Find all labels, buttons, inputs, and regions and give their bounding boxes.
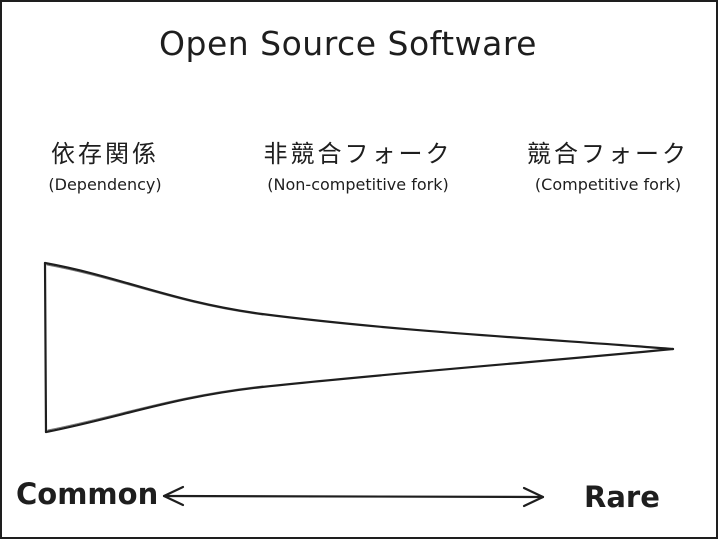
stage-dependency: 依存関係 (Dependency) — [30, 137, 180, 197]
stage-non-competitive-fork: 非競合フォーク (Non-competitive fork) — [232, 137, 484, 197]
arrow-head-right — [522, 486, 545, 508]
funnel-upper-curve — [43, 261, 675, 351]
stage-label: 依存関係 — [51, 140, 159, 168]
common-rare-arrow — [162, 485, 545, 508]
stage-label: 競合フォーク — [527, 140, 689, 168]
stage-competitive-fork: 競合フォーク (Competitive fork) — [506, 137, 710, 197]
scale-label-rare: Rare — [584, 480, 660, 514]
stage-sublabel: (Competitive fork) — [534, 175, 682, 194]
arrow-head-left — [162, 485, 185, 507]
funnel-lower-curve-sketch — [47, 385, 264, 431]
funnel-lower-curve — [44, 347, 675, 434]
scale-label-common: Common — [16, 477, 159, 511]
stage-label: 非競合フォーク — [263, 140, 453, 168]
diagram-title: Open Source Software — [159, 24, 537, 63]
stage-sublabel: (Non-competitive fork) — [267, 175, 449, 194]
stage-sublabel: (Dependency) — [48, 175, 162, 194]
arrow-shaft — [162, 494, 545, 499]
funnel-left-edge — [43, 261, 48, 434]
funnel-upper-curve-sketch — [46, 264, 264, 316]
